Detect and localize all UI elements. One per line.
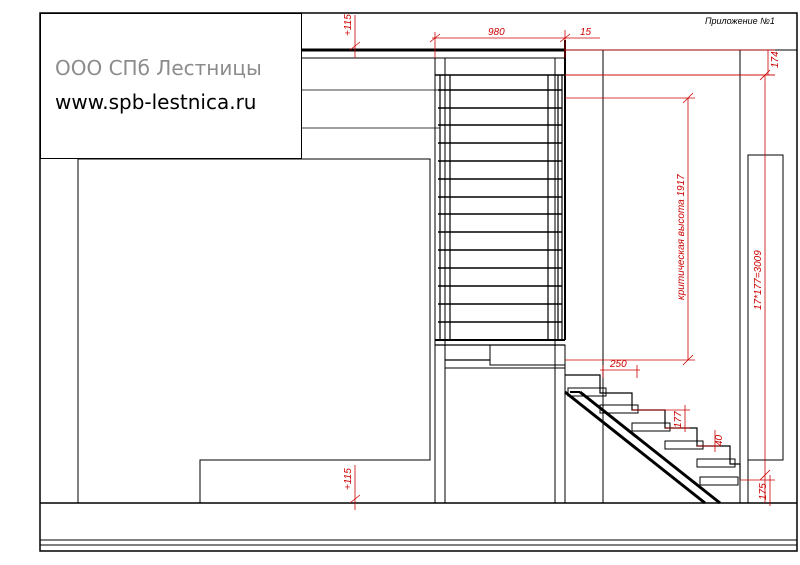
company-name: ООО СПб Лестницы: [55, 56, 262, 80]
level-bottom: +115: [343, 468, 354, 490]
dim-riser-177: 177: [673, 411, 684, 428]
dim-bottom-175: 175: [758, 483, 769, 500]
dim-total-height: 17*177=3009: [753, 250, 764, 310]
level-top: +115: [343, 14, 354, 36]
dimension-lines: [349, 15, 775, 510]
title-block: ООО СПб Лестницы www.spb-lestnica.ru: [40, 13, 302, 159]
stair-flight: [564, 374, 741, 505]
landing-platform: [445, 50, 604, 503]
sheet-label: Приложение №1: [705, 16, 775, 26]
drawing-frame: [39, 12, 798, 552]
left-room-outline: [78, 158, 431, 503]
dim-thickness-40: 40: [714, 434, 725, 446]
right-wall: [739, 50, 784, 503]
dim-top-174: 174: [770, 51, 781, 68]
dim-critical-height: критическая высота 1917: [676, 174, 687, 300]
railing-rails: [438, 89, 562, 323]
railing-panel: [435, 75, 565, 361]
company-website[interactable]: www.spb-lestnica.ru: [55, 90, 257, 114]
dim-width-980: 980: [488, 27, 505, 38]
dim-tread-250: 250: [609, 359, 627, 370]
dim-gap-15: 15: [580, 27, 592, 38]
